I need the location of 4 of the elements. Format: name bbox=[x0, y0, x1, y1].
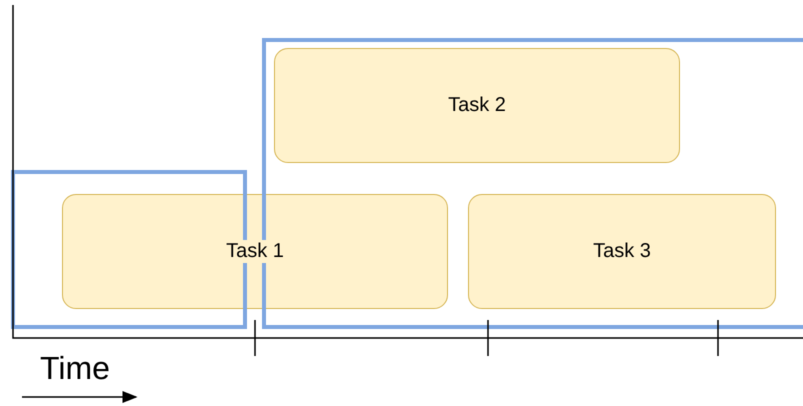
task-box bbox=[468, 194, 776, 309]
task-box bbox=[62, 194, 448, 309]
task-box bbox=[274, 48, 680, 163]
axis-title: Time bbox=[40, 350, 110, 387]
